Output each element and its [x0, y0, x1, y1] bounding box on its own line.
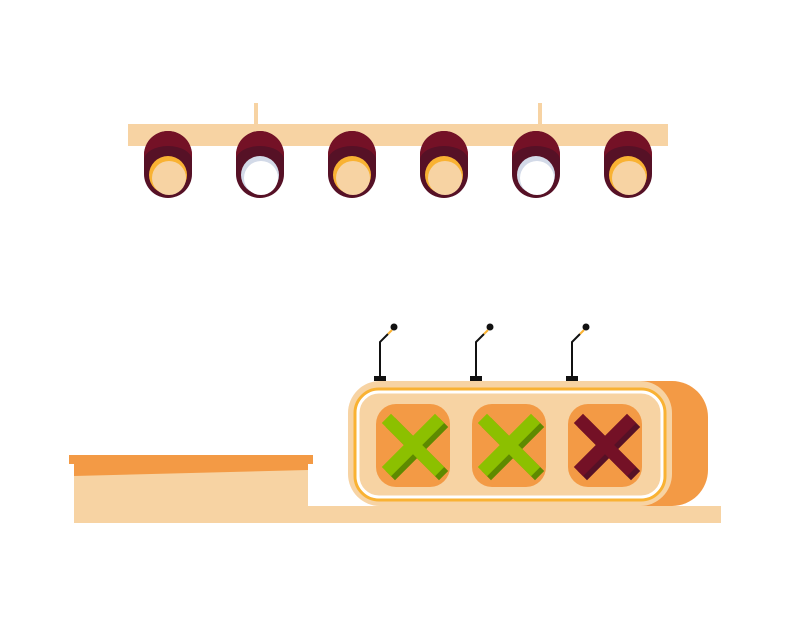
spotlight-lens-off: [520, 161, 554, 195]
spotlight-lens-on: [152, 161, 186, 195]
spotlight: [604, 131, 652, 198]
answer-panel-3: [568, 404, 642, 487]
spotlight-hood: [236, 131, 284, 160]
stage-floor: [300, 506, 721, 523]
rig-bar: [128, 124, 668, 146]
spotlight: [236, 131, 284, 198]
desk-trim-inner: [356, 390, 664, 499]
platform-top: [69, 455, 313, 464]
desk-trim-outer: [353, 387, 667, 502]
lighting-rig: [128, 103, 668, 198]
spotlight-hood: [328, 131, 376, 160]
answer-panel-2: [472, 404, 546, 487]
x-mark-icon: [477, 413, 545, 481]
microphone-icon: [374, 323, 398, 381]
microphone-icon: [470, 323, 494, 381]
left-platform: [69, 455, 313, 523]
platform-edge-shade: [74, 463, 308, 476]
contestant-desk: [348, 381, 708, 506]
x-mark-icon: [381, 413, 449, 481]
x-mark-icon: [573, 413, 641, 481]
rig-rod-right: [538, 103, 542, 125]
spotlight: [144, 131, 192, 198]
microphones: [374, 323, 590, 381]
microphone-icon: [566, 323, 590, 381]
spotlight: [328, 131, 376, 198]
answer-panel-1: [376, 404, 450, 487]
spotlight-hood: [604, 131, 652, 160]
spotlight-lens-on: [336, 161, 370, 195]
spotlight-lens-on: [612, 161, 646, 195]
rig-rod-left: [254, 103, 258, 125]
spotlight-hood: [420, 131, 468, 160]
spotlight: [420, 131, 468, 198]
spotlight-hood: [512, 131, 560, 160]
spotlight: [512, 131, 560, 198]
spotlight-lens-on: [428, 161, 462, 195]
spotlight-lens-off: [244, 161, 278, 195]
spotlight-hood: [144, 131, 192, 160]
